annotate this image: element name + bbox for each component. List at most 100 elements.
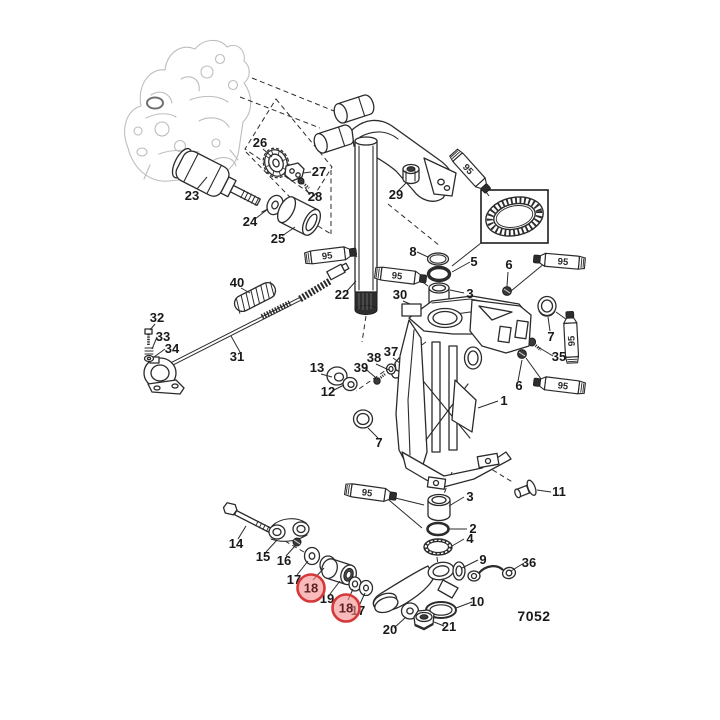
callout-6: 6 bbox=[505, 257, 512, 272]
callout-24: 24 bbox=[243, 214, 258, 229]
callout-33: 33 bbox=[156, 329, 170, 344]
sealant-tube-label: 95 bbox=[557, 380, 570, 392]
highlight-circle[interactable] bbox=[296, 573, 326, 603]
part-21-nut bbox=[413, 609, 435, 631]
callout-7: 7 bbox=[547, 329, 554, 344]
highlighted-callout-label: 18 bbox=[339, 601, 353, 616]
part-3-bushing-lower bbox=[427, 493, 451, 522]
part-27-cam-plate bbox=[284, 162, 305, 182]
diagram-number: 7052 bbox=[517, 608, 550, 624]
part-11-clevis-pin bbox=[514, 479, 537, 499]
callout-36: 36 bbox=[522, 555, 536, 570]
part-32-bolt bbox=[144, 328, 153, 346]
steering-arm bbox=[313, 94, 457, 202]
part-17-washer-right bbox=[358, 579, 374, 597]
part-7-bushing-right bbox=[537, 295, 557, 317]
part-6-screw-lower bbox=[517, 349, 527, 359]
callout-16: 16 bbox=[277, 553, 291, 568]
part-8-washer bbox=[426, 252, 450, 266]
part-34-washer bbox=[143, 354, 155, 363]
sealant-tube-label: 95 bbox=[391, 270, 404, 282]
callout-1: 1 bbox=[500, 393, 507, 408]
part-26-toothed-washer bbox=[262, 147, 290, 179]
part-4-wave-ring bbox=[423, 538, 453, 556]
part-22-swivel-tube bbox=[354, 136, 378, 315]
part-9-stop-arm bbox=[372, 561, 466, 614]
callout-12: 12 bbox=[321, 384, 335, 399]
part-14-bolt bbox=[222, 502, 275, 535]
exploded-parts bbox=[143, 94, 557, 631]
callout-10: 10 bbox=[470, 594, 484, 609]
part-28-screw bbox=[297, 177, 310, 189]
callout-3: 3 bbox=[466, 286, 473, 301]
part-36-ground-wire bbox=[467, 565, 517, 582]
cable-section bbox=[298, 277, 332, 303]
callout-4: 4 bbox=[466, 531, 474, 546]
link-clamp-bracket bbox=[143, 356, 185, 395]
part-6-screw-upper bbox=[502, 286, 512, 296]
callout-21: 21 bbox=[442, 619, 456, 634]
part-29-nut bbox=[402, 163, 420, 185]
callout-2: 2 bbox=[469, 521, 476, 536]
callout-40: 40 bbox=[230, 275, 244, 290]
sealant-tube: 95 bbox=[303, 244, 358, 266]
callout-34: 34 bbox=[165, 341, 180, 356]
sealant-tubes: 95 95 95 95 95 95 95 bbox=[303, 147, 587, 504]
sealant-tube-label: 95 bbox=[321, 250, 334, 262]
sealant-tube-label: 95 bbox=[557, 256, 569, 268]
part-35-screw bbox=[527, 337, 542, 352]
callout-8: 8 bbox=[409, 244, 416, 259]
seal-detail-box bbox=[451, 189, 549, 267]
part-39-screw bbox=[373, 373, 386, 385]
callout-11: 11 bbox=[552, 484, 566, 499]
part-seal-ring bbox=[485, 196, 544, 237]
part-2-oring bbox=[426, 521, 450, 537]
callout-30: 30 bbox=[393, 287, 407, 302]
sealant-tube: 95 bbox=[448, 147, 494, 196]
part-30-plate bbox=[401, 303, 422, 317]
sealant-tube: 95 bbox=[562, 310, 580, 364]
part-1-swivel-bracket bbox=[395, 295, 532, 490]
sealant-tube: 95 bbox=[532, 251, 587, 271]
part-5-oring bbox=[426, 265, 452, 283]
part-7-bushing-left bbox=[352, 409, 374, 429]
callout-14: 14 bbox=[229, 536, 244, 551]
part-16-screw bbox=[292, 537, 302, 547]
callout-25: 25 bbox=[271, 231, 285, 246]
part-40-spring bbox=[233, 281, 277, 314]
callout-38: 38 bbox=[367, 350, 381, 365]
callout-35: 35 bbox=[552, 349, 566, 364]
callout-3: 3 bbox=[466, 489, 473, 504]
callout-29: 29 bbox=[389, 187, 403, 202]
gasket-ghost bbox=[146, 96, 164, 110]
part-12-washer bbox=[342, 376, 358, 392]
callout-39: 39 bbox=[354, 360, 368, 375]
callout-22: 22 bbox=[335, 287, 349, 302]
callout-15: 15 bbox=[256, 549, 270, 564]
sealant-tube: 95 bbox=[532, 374, 587, 396]
callout-23: 23 bbox=[185, 188, 199, 203]
highlighted-callout-18[interactable]: 18 bbox=[331, 593, 361, 623]
callout-28: 28 bbox=[308, 189, 322, 204]
sealant-tube: 95 bbox=[343, 482, 398, 504]
sealant-tube-label: 95 bbox=[361, 487, 374, 499]
part-15-link-plate bbox=[268, 518, 310, 542]
sealant-tube: 95 bbox=[373, 265, 428, 287]
sealant-tube-label: 95 bbox=[566, 335, 578, 347]
highlighted-callout-18[interactable]: 18 bbox=[296, 573, 326, 603]
highlight-circle[interactable] bbox=[331, 593, 361, 623]
callout-5: 5 bbox=[470, 254, 477, 269]
highlighted-callout-label: 18 bbox=[304, 581, 318, 596]
callout-13: 13 bbox=[310, 360, 324, 375]
part-17-washer-left bbox=[303, 546, 321, 566]
callout-6: 6 bbox=[515, 378, 522, 393]
part-33-spring-washer bbox=[144, 347, 154, 355]
part-31-link-rod bbox=[151, 262, 350, 376]
part-25-bushing bbox=[276, 196, 322, 236]
callout-27: 27 bbox=[312, 164, 326, 179]
callout-32: 32 bbox=[150, 310, 164, 325]
callout-20: 20 bbox=[383, 622, 397, 637]
